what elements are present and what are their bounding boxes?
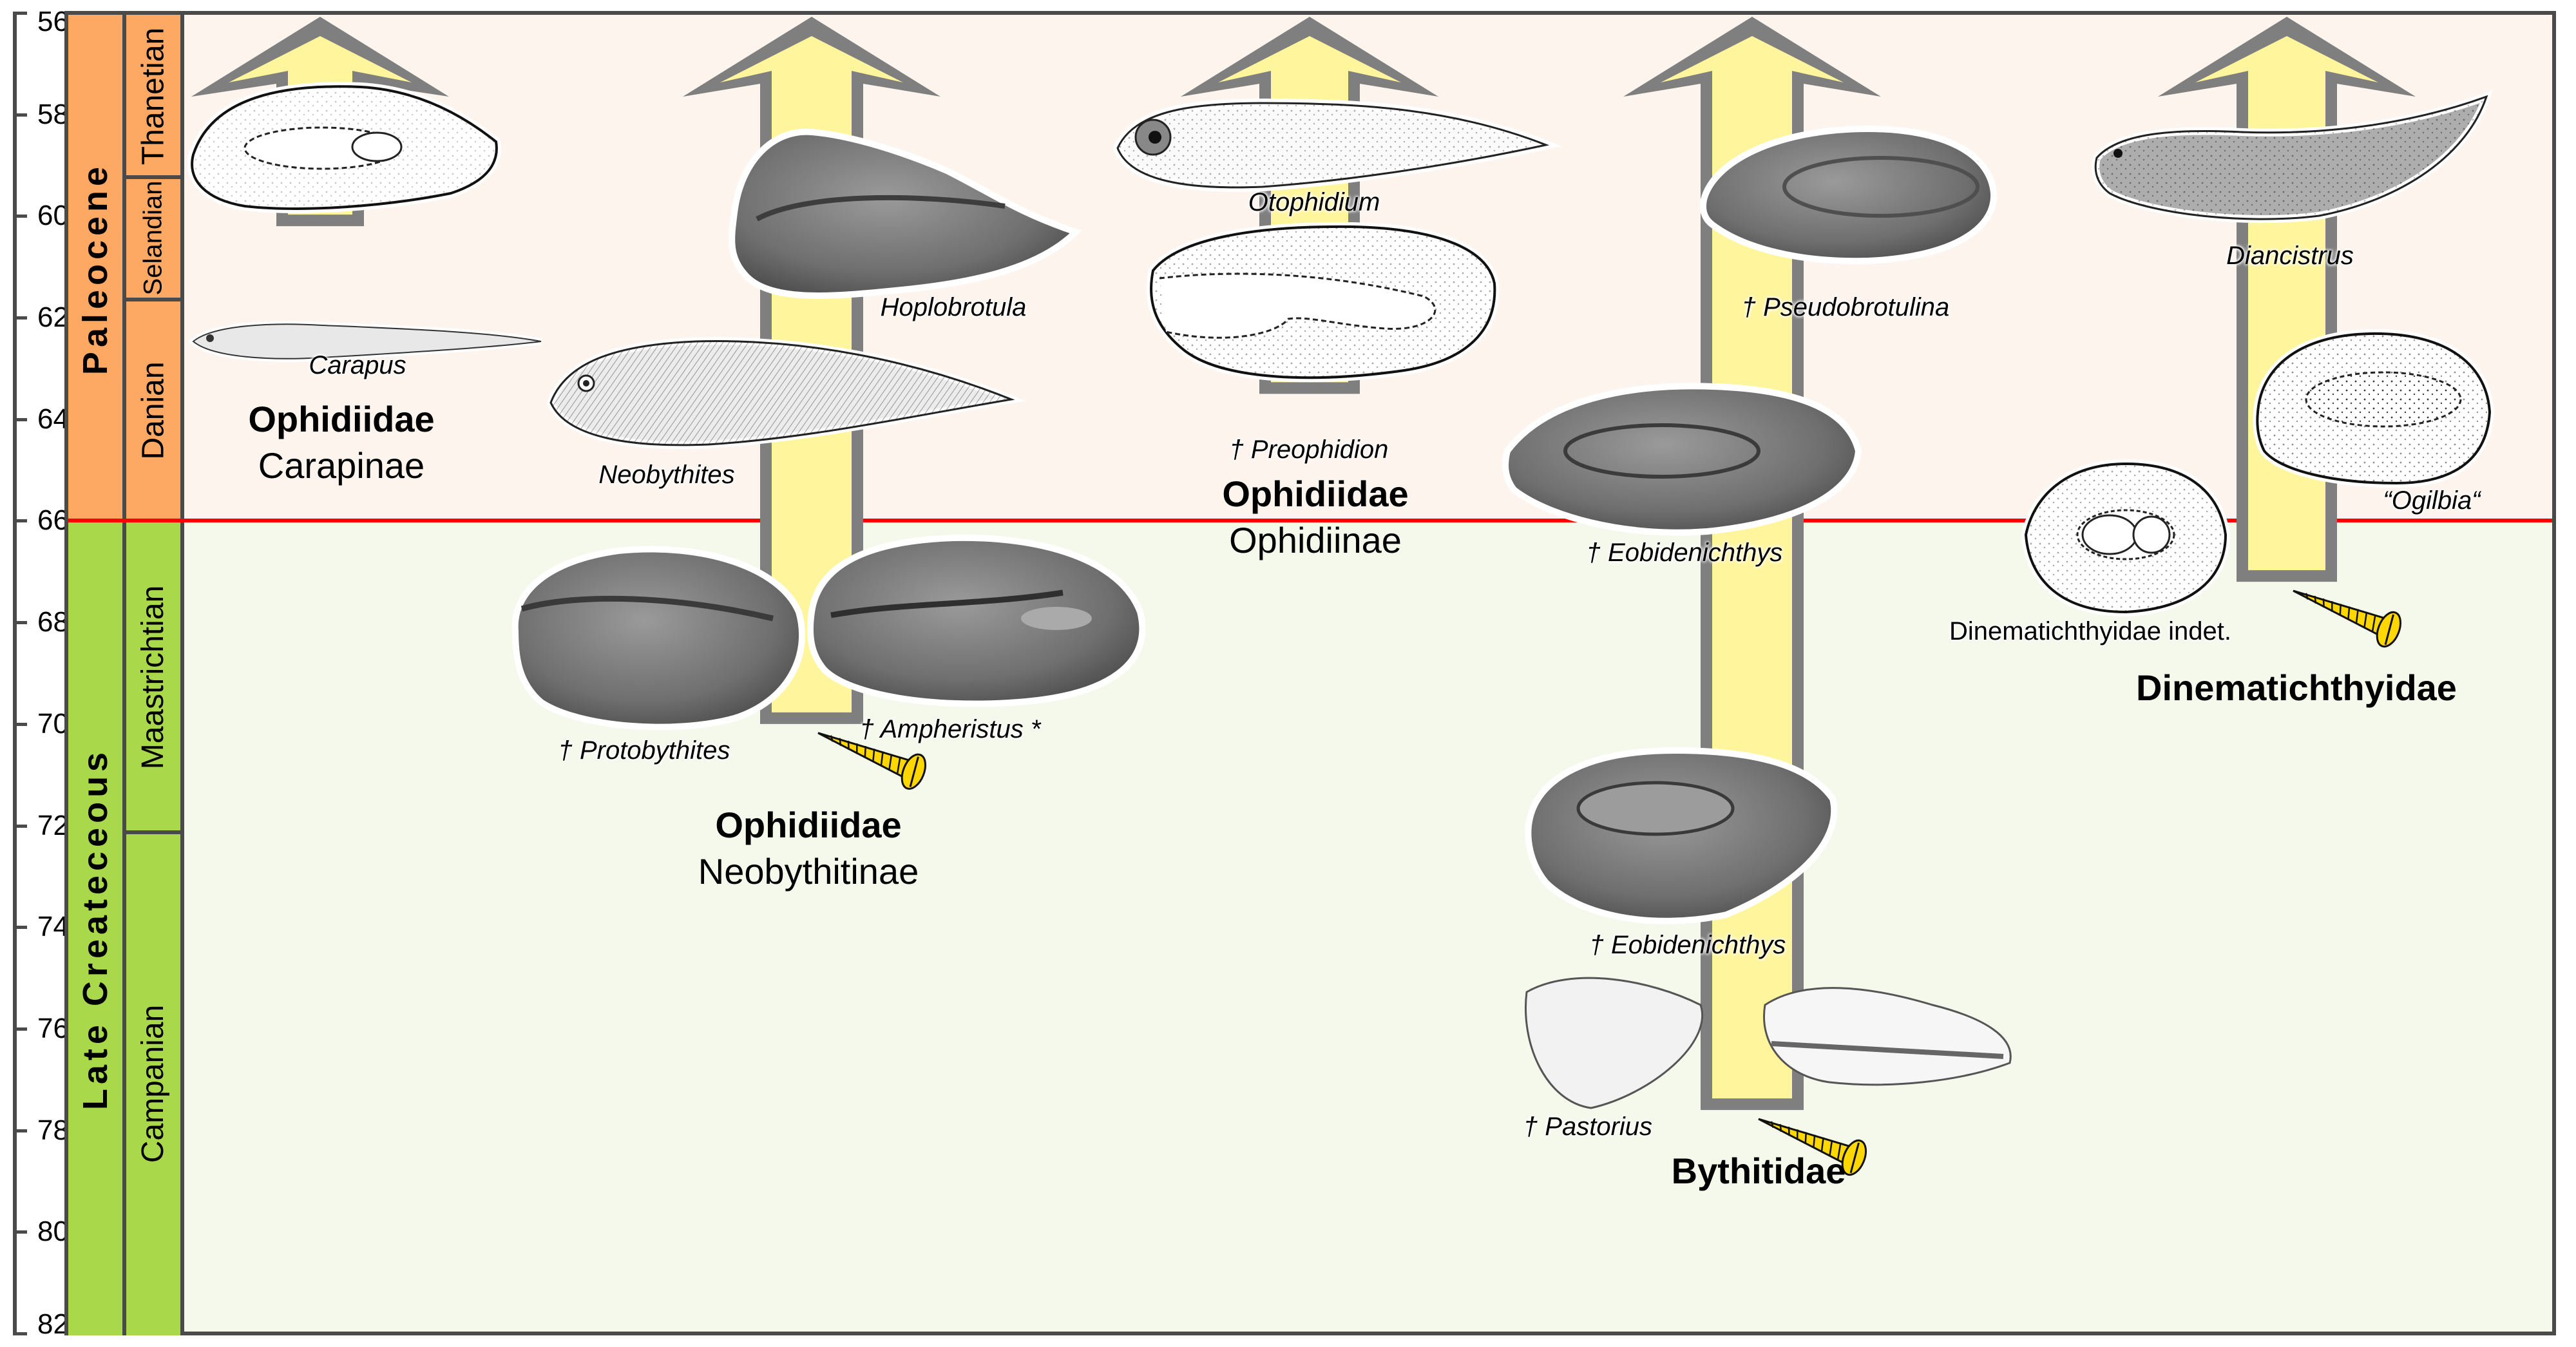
taxon-label-protobythites: † Protobythites — [558, 736, 730, 765]
axis-tick-label: 82 — [37, 1308, 69, 1340]
group-family-dinematichthyidae: Dinematichthyidae — [2136, 667, 2457, 708]
lineage-arrow-bythitidae — [1623, 17, 1881, 1111]
axis-tick-mark — [13, 1129, 27, 1132]
screw-icon — [817, 732, 927, 790]
arrow-fill — [1218, 36, 1401, 383]
axis-tick-mark — [13, 519, 27, 523]
taxon-label-diancistrus: Diancistrus — [2226, 242, 2354, 270]
stage-thanetian: Thanetian — [126, 15, 180, 178]
time-axis: 56 58 60 62 64 66 68 70 72 74 76 78 80 82 — [13, 8, 69, 1339]
stage-boundary — [126, 830, 180, 835]
eobidenichthys-otolith-illustration-lower — [1525, 747, 1838, 924]
axis-tick-label: 62 — [37, 301, 69, 334]
taxon-label-carapus: Carapus — [309, 351, 406, 379]
axis-tick-label: 56 — [37, 6, 69, 37]
axis-tick-mark — [13, 316, 27, 320]
pseudobrotulina-otolith-illustration — [1699, 125, 1998, 265]
eobidenichthys-otolith-illustration-upper — [1502, 383, 1862, 536]
axis-tick-label: 78 — [37, 1114, 69, 1146]
stage-boundary — [126, 297, 180, 301]
stage-maastrichtian: Maastrichtian — [126, 522, 180, 833]
stage-boundary — [126, 175, 180, 180]
axis-tick-mark — [13, 926, 27, 930]
axis-tick-label: 74 — [37, 911, 69, 943]
protobythites-otolith-illustration — [511, 546, 806, 731]
taxon-label-preophidion: † Preophidion — [1229, 435, 1389, 464]
axis-tick-label: 58 — [37, 98, 69, 130]
lineage-arrow-ophidiinae — [1181, 17, 1438, 394]
axis-tick-mark — [13, 215, 27, 218]
taxon-label-eobidenichthys-lower: † Eobidenichthys — [1589, 931, 1786, 959]
lineage-arrow-dinematichthyidae — [2158, 17, 2416, 582]
axis-tick-label: 64 — [37, 403, 69, 435]
axis-tick-label: 70 — [37, 707, 69, 740]
taxon-label-hoplobrotula: Hoplobrotula — [880, 293, 1027, 321]
group-family-carapinae: Ophidiidae — [248, 399, 435, 439]
taxon-label-neobythites: Neobythites — [598, 461, 735, 489]
group-family-bythitidae: Bythitidae — [1671, 1151, 1846, 1191]
diancistrus-fish-illustration — [2092, 90, 2493, 224]
axis-tick-label: 66 — [37, 504, 69, 537]
axis-tick-mark — [13, 12, 27, 15]
taxon-label-eobidenichthys-upper: † Eobidenichthys — [1586, 539, 1783, 567]
group-subfamily-ophidiinae: Ophidiinae — [1229, 520, 1402, 560]
stage-campanian: Campanian — [126, 832, 180, 1335]
taxon-label-pastorius: † Pastorius — [1523, 1113, 1653, 1141]
taxon-label-otophidium: Otophidium — [1248, 188, 1380, 216]
axis-tick-label: 80 — [37, 1216, 69, 1248]
neobythites-fish-illustration — [546, 337, 1026, 449]
taxon-label-pseudobrotulina: † Pseudobrotulina — [1741, 293, 1950, 321]
axis-tick-label: 72 — [37, 809, 69, 841]
carapus-otolith-illustration — [187, 82, 501, 213]
stage-selandian: Selandian — [126, 177, 180, 300]
epoch-paleocene: Paleocene — [68, 15, 122, 523]
axis-tick-mark — [13, 417, 27, 421]
otophidium-fish-illustration — [1112, 98, 1562, 192]
axis-tick-mark — [13, 722, 27, 726]
arrow-fill — [1661, 36, 1844, 1099]
preophidion-otolith-illustration — [1147, 222, 1500, 383]
arrow-fill — [2195, 36, 2378, 571]
stage-danian: Danian — [126, 299, 180, 523]
carapus-fish-illustration — [188, 321, 542, 362]
epoch-late-cretaceous: Late Createceous — [68, 522, 122, 1335]
screw-icon — [1758, 1118, 1867, 1176]
axis-tick-mark — [13, 824, 27, 828]
axis-tick-label: 60 — [37, 200, 69, 232]
dinematichthyidae-indet-otolith-illustration — [2021, 459, 2231, 617]
group-family-ophidiinae: Ophidiidae — [1222, 473, 1409, 514]
group-family-neobythitinae: Ophidiidae — [715, 805, 902, 845]
pastorius-skeleton-illustration — [1525, 977, 2012, 1109]
axis-tick-mark — [13, 621, 27, 625]
ampheristus-otolith-illustration — [806, 534, 1146, 707]
axis-tick-mark — [13, 1027, 27, 1031]
axis-line — [13, 13, 17, 1333]
hoplobrotula-otolith-illustration — [729, 128, 1082, 299]
axis-tick-label: 68 — [37, 606, 69, 638]
axis-tick-mark — [13, 113, 27, 117]
group-subfamily-neobythitinae: Neobythitinae — [698, 851, 919, 892]
taxon-label-ampheristus: † Ampheristus * — [859, 715, 1041, 743]
ogilbia-otolith-illustration — [2253, 329, 2495, 488]
axis-tick-mark — [13, 1230, 27, 1234]
group-subfamily-carapinae: Carapinae — [258, 445, 425, 486]
axis-tick-mark — [13, 1332, 27, 1335]
screw-icon — [2293, 589, 2402, 648]
taxon-label-dinematichthyidae-indet: Dinematichthyidae indet. — [1949, 617, 2232, 645]
kpg-boundary-line — [68, 519, 2552, 523]
axis-tick-label: 76 — [37, 1012, 69, 1044]
taxon-label-ogilbia: “Ogilbia“ — [2383, 486, 2481, 515]
